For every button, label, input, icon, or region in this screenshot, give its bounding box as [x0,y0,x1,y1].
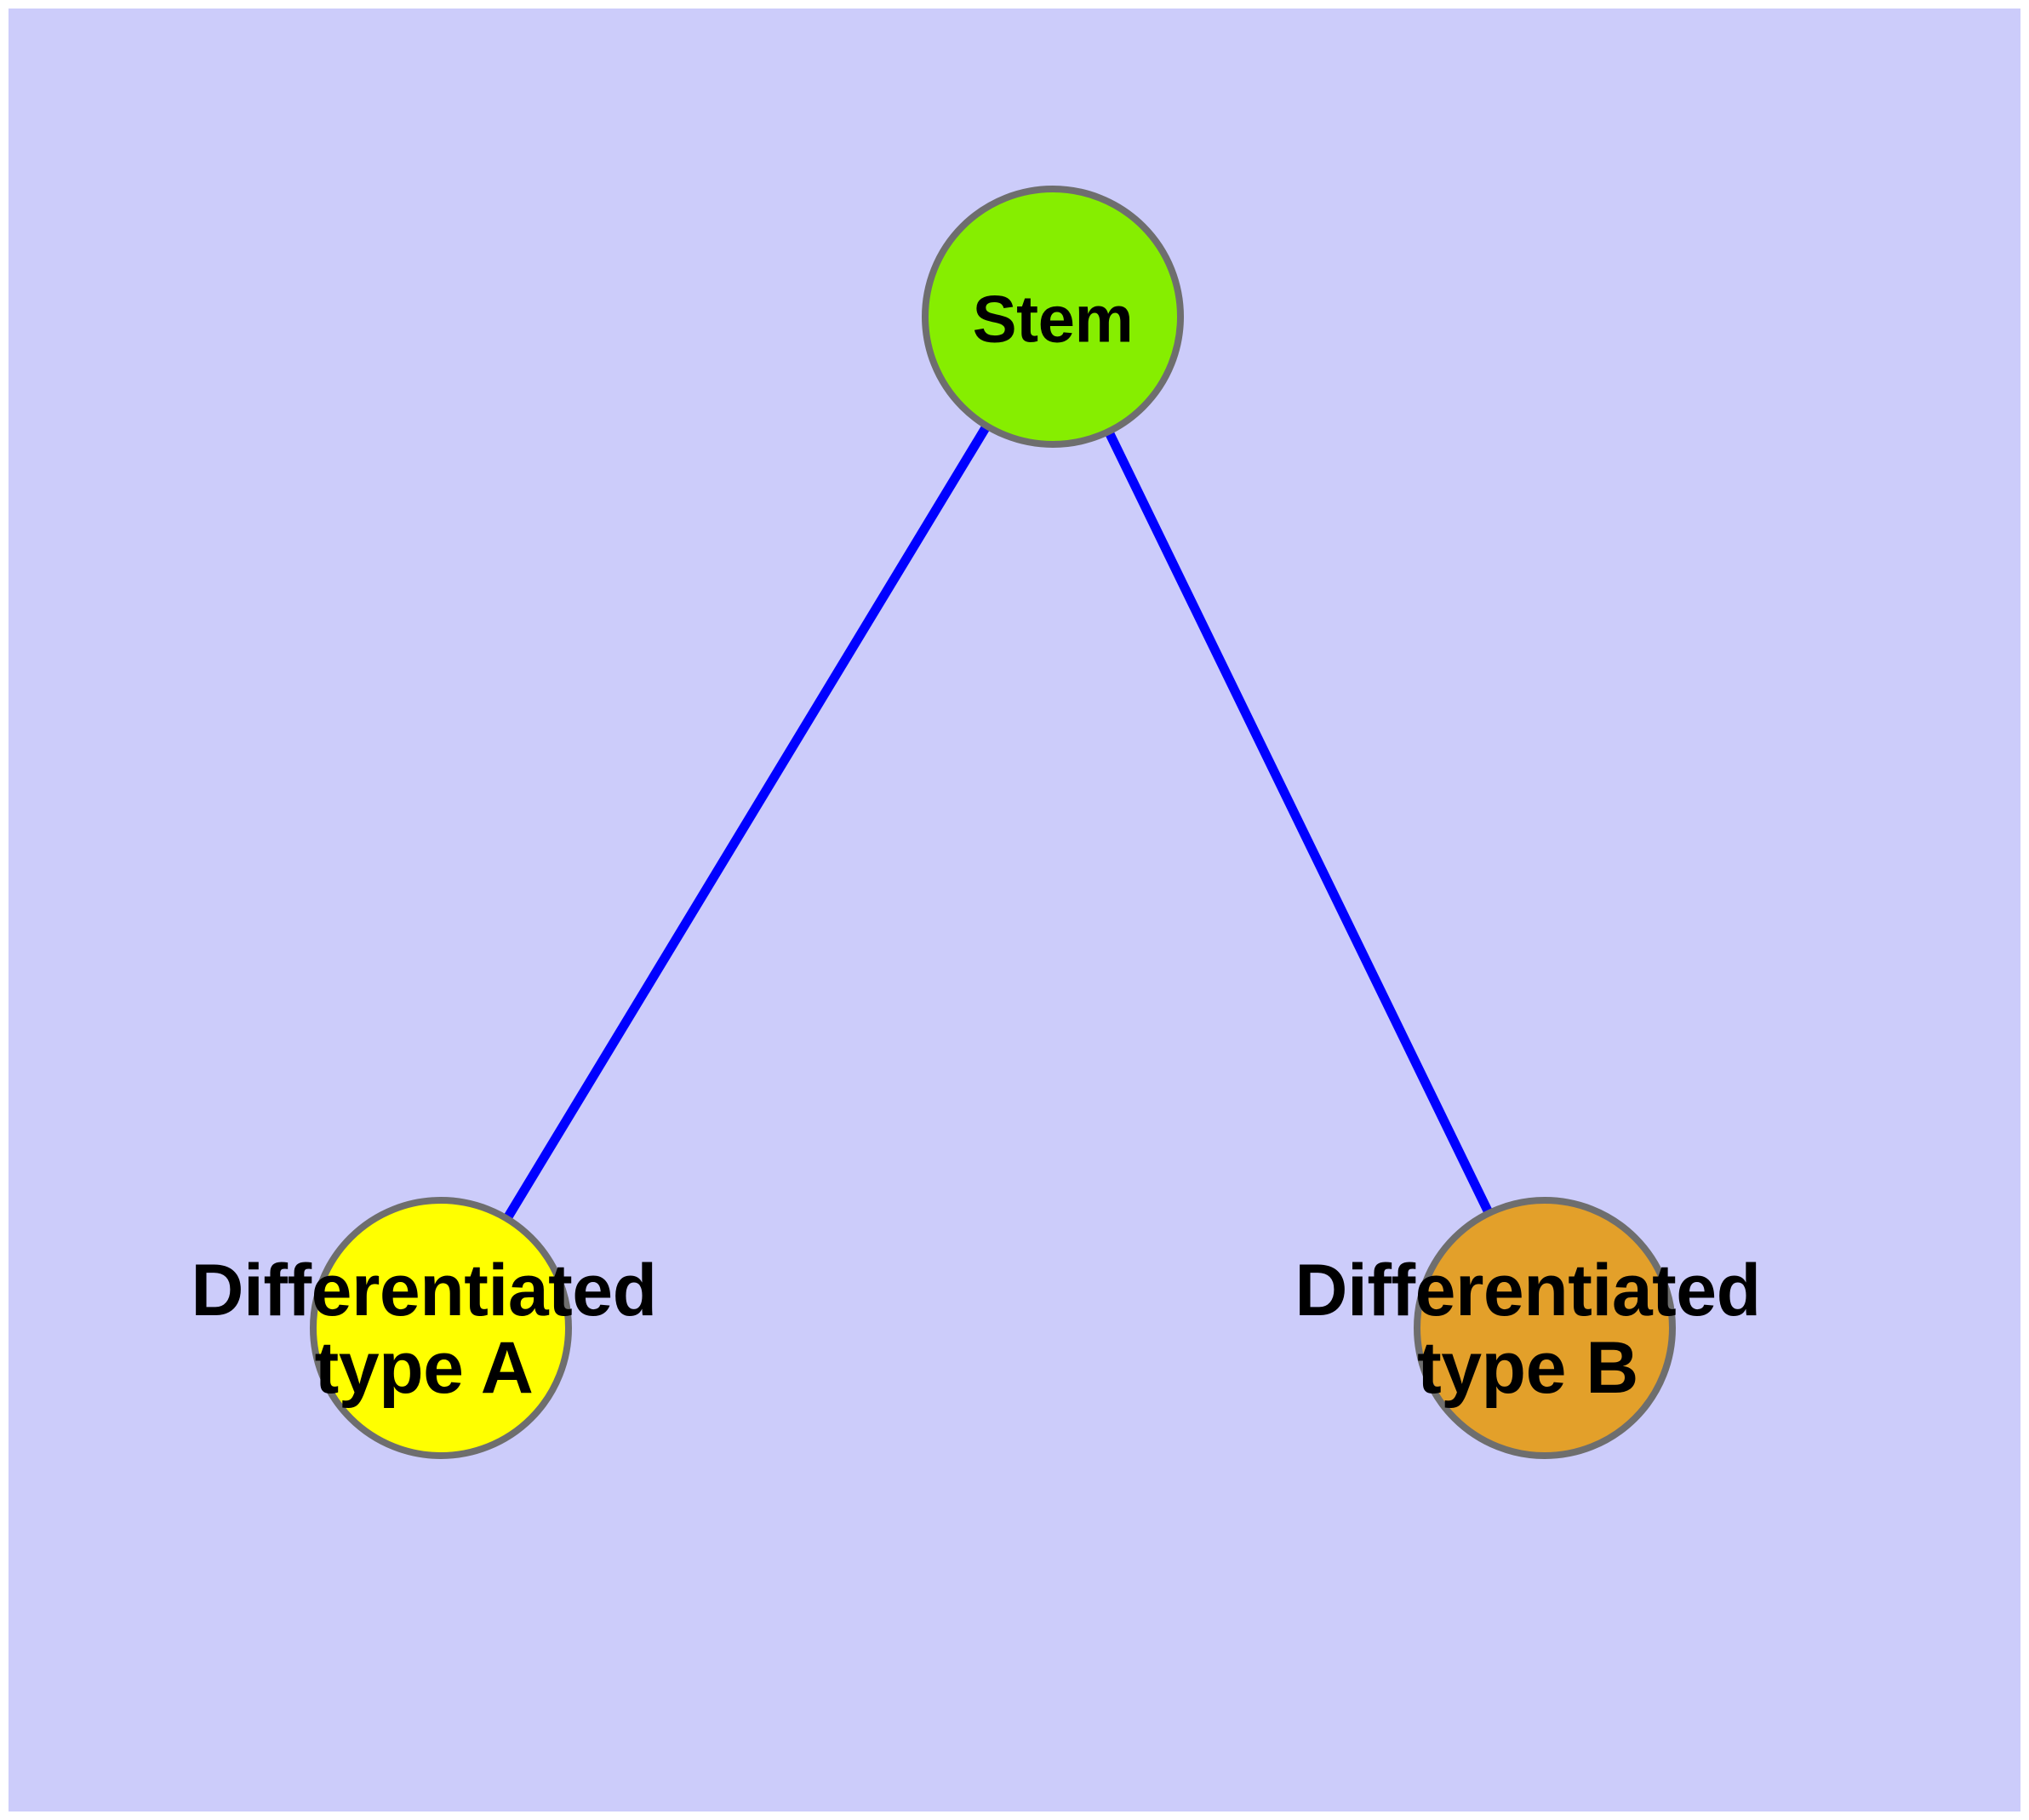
node-layer [310,186,1676,1459]
graph-edge[interactable] [437,314,1057,1331]
graph-node-diff-a[interactable] [310,1197,572,1459]
graph-edge[interactable] [1049,314,1549,1331]
graph-node-diff-b[interactable] [1414,1197,1676,1459]
edge-layer [437,314,1549,1331]
graph-node-stem[interactable] [922,186,1184,448]
